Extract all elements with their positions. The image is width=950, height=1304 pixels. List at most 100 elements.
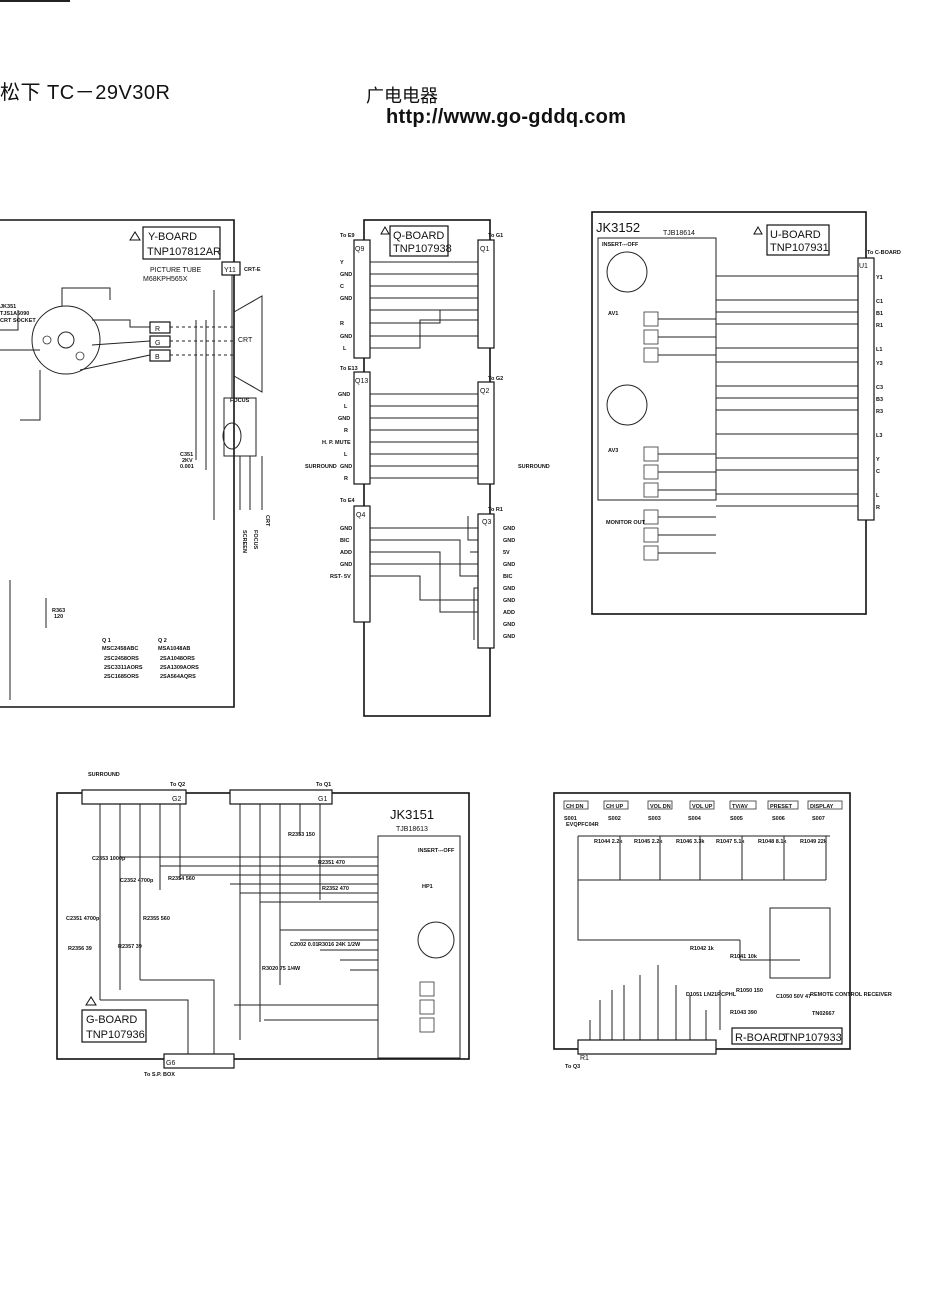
g-comp-c2352: C2352 4700p xyxy=(120,878,154,884)
rca-jack xyxy=(419,999,435,1015)
r-btn-ch-up: CH UP xyxy=(606,804,623,810)
r-btn-preset: PRESET xyxy=(770,804,793,810)
g-comp-c2351: C2351 4700p xyxy=(66,916,100,922)
q-top-2: GND xyxy=(340,272,352,278)
conn-q9: Q9 xyxy=(355,246,364,253)
q-to-e13: To E13 xyxy=(340,366,358,372)
g-to-sp-box: To S.P. BOX xyxy=(144,1072,175,1078)
r-switch-s001: S001 xyxy=(564,816,577,822)
q-surround-right: SURROUND xyxy=(518,464,550,470)
conn-q3: Q3 xyxy=(482,519,491,526)
q-top-4: GND xyxy=(340,296,352,302)
r-res-1045: R1045 2.2k xyxy=(634,839,663,845)
u-pin-l1: L1 xyxy=(876,347,882,353)
conn-q4: Q4 xyxy=(356,512,365,519)
g-to-q2: To Q2 xyxy=(170,782,185,788)
u-pin-y1: Y1 xyxy=(876,275,883,281)
u-pin-r3: R3 xyxy=(876,409,883,415)
focus-label: FOCUS xyxy=(230,398,250,404)
conn-q2: Q2 xyxy=(480,388,489,395)
g-hp-label: HP1 xyxy=(422,884,433,890)
s-video-jack-2 xyxy=(606,384,648,426)
r-res-1047: R1047 5.1k xyxy=(716,839,745,845)
u-pin-c3: C3 xyxy=(876,385,883,391)
r-btn-ch-dn: CH DN xyxy=(566,804,583,810)
transistor-list-2-title: Q 2 xyxy=(158,638,167,644)
u-jack-part: TJB18614 xyxy=(663,230,695,237)
u-insert-note: INSERT---OFF xyxy=(602,242,639,248)
r-btn-vol-dn: VOL DN xyxy=(650,804,671,810)
g-surround-label: SURROUND xyxy=(88,772,120,778)
g-jack: JK3151 xyxy=(390,807,434,822)
g-comp-c2353: C2353 1000p xyxy=(92,856,126,862)
conn-g1: G1 xyxy=(318,796,327,803)
r-res-1050: R1050 150 xyxy=(736,988,763,994)
q-br-4: GND xyxy=(503,562,515,568)
resistor-label: R363 xyxy=(52,608,65,614)
site-url[interactable]: http://www.go-gddq.com xyxy=(386,106,627,128)
r-board-part: TNP107933 xyxy=(783,1032,842,1044)
g-comp-r2356: R2356 39 xyxy=(68,946,92,952)
warning-icon xyxy=(753,225,763,235)
top-edge-rule xyxy=(0,0,70,2)
q-br-1: GND xyxy=(503,526,515,532)
y-board-name: Y-BOARD xyxy=(148,231,197,243)
q-mid-7: GND xyxy=(340,464,352,470)
g-comp-r2357: R2357 39 xyxy=(118,944,142,950)
y-board-part: TNP107812AR xyxy=(147,246,221,258)
transistor-2-b: 2SA1048ORS xyxy=(160,656,195,662)
rca-jack xyxy=(643,446,659,462)
u-board-part: TNP107931 xyxy=(770,242,829,254)
g-board-name: G-BOARD xyxy=(86,1014,137,1026)
u-board-name: U-BOARD xyxy=(770,229,821,241)
remote-receiver xyxy=(769,907,831,979)
q-board: Q-BOARD TNP107938 To E9 To G1 Q9 Q1 Y GN… xyxy=(305,219,550,717)
u-jack: JK3152 xyxy=(596,220,640,235)
rca-jack xyxy=(643,464,659,480)
q-to-g2: To G2 xyxy=(488,376,503,382)
picture-tube-label: PICTURE TUBE xyxy=(150,267,202,274)
transistor-1-d: 2SC1685ORS xyxy=(104,674,139,680)
r-switch-s006: S006 xyxy=(772,816,785,822)
r-board: CH DN CH UP VOL DN VOL UP TV/AV PRESET D… xyxy=(553,792,892,1070)
q-mid-5: H. P. MUTE xyxy=(322,440,351,446)
transistor-1-b: 2SC2458ORS xyxy=(104,656,139,662)
u-group-av3: AV3 xyxy=(608,448,618,454)
y-board: Y-BOARD TNP107812AR PICTURE TUBE M68KPH5… xyxy=(0,219,270,708)
g-to-q1: To Q1 xyxy=(316,782,331,788)
u-pin-b3: B3 xyxy=(876,397,883,403)
u-pin-r1: R1 xyxy=(876,323,883,329)
u-to-c-board: To C-BOARD xyxy=(867,250,901,256)
rca-jack xyxy=(643,527,659,543)
r-led: D1051 LN21RCPHL xyxy=(686,992,737,998)
button-key xyxy=(563,800,589,810)
button-key xyxy=(807,800,843,810)
conn-g2: G2 xyxy=(172,796,181,803)
u-pin-l3: L3 xyxy=(876,433,882,439)
r-res-1042: R1042 1k xyxy=(690,946,715,952)
r-res-1049: R1049 22k xyxy=(800,839,828,845)
u-group-av1: AV1 xyxy=(608,311,618,317)
crt-socket xyxy=(31,305,101,375)
q-top-6: GND xyxy=(340,334,352,340)
crt-r-pin: R xyxy=(155,326,160,333)
cap-value-1: 2KV xyxy=(182,458,193,464)
r-btn-tv-av: TV/AV xyxy=(732,804,748,810)
q-mid-4: R xyxy=(344,428,348,434)
u-connector: U1 xyxy=(859,263,868,270)
cap-label: C351 xyxy=(180,452,193,458)
rca-jack xyxy=(643,545,659,561)
g-comp-r2355: R2355 560 xyxy=(143,916,170,922)
s-video-jack-1 xyxy=(606,251,648,293)
q-mid-6: L xyxy=(344,452,348,458)
g-board: SURROUND To Q2 To Q1 G2 G1 JK3151 TJB186… xyxy=(56,772,470,1078)
transistor-2-d: 2SA564AQRS xyxy=(160,674,196,680)
warning-icon xyxy=(85,996,97,1006)
q-to-g1: To G1 xyxy=(488,233,503,239)
q-br-2: GND xyxy=(503,538,515,544)
r-to-q3: To Q3 xyxy=(565,1064,580,1070)
q-br-3: 5V xyxy=(503,550,510,556)
q-bl-4: GND xyxy=(340,562,352,568)
q-br-8: ADD xyxy=(503,610,515,616)
g-comp-r3016: R3016 24K 1/2W xyxy=(318,942,361,948)
